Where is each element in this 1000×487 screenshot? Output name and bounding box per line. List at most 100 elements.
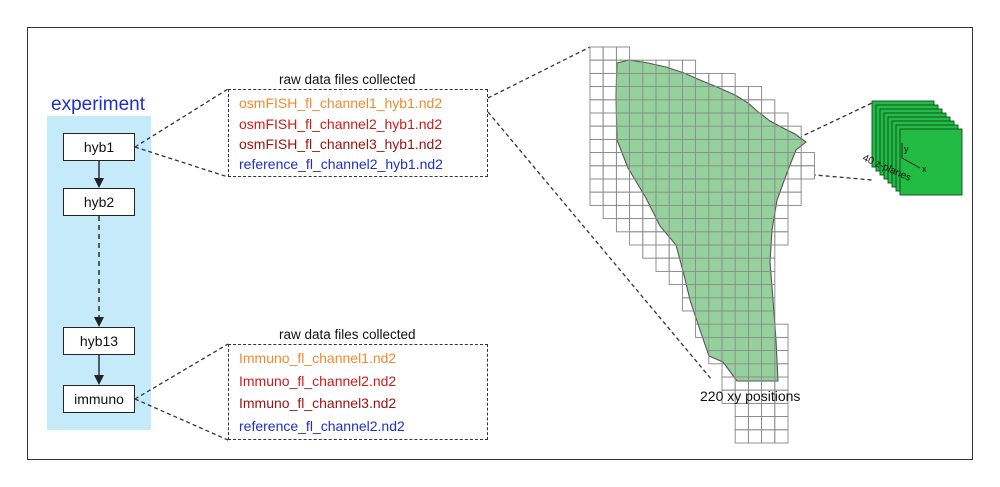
tile xyxy=(602,178,617,193)
tile xyxy=(721,72,736,88)
tile xyxy=(774,323,789,338)
tile xyxy=(642,244,657,259)
tile xyxy=(655,244,670,259)
tile xyxy=(747,416,763,431)
tile xyxy=(629,191,644,206)
tile xyxy=(589,112,604,127)
tile xyxy=(615,191,631,206)
tile xyxy=(589,86,604,101)
tile xyxy=(602,59,617,74)
tile xyxy=(602,72,617,88)
tile xyxy=(602,112,617,127)
tile xyxy=(615,204,631,220)
tile xyxy=(602,191,617,206)
tile xyxy=(589,191,604,206)
node-hyb13: hyb13 xyxy=(63,327,135,355)
tile xyxy=(747,429,763,444)
hyb-file-2: osmFISH_fl_channel2_hyb1.nd2 xyxy=(239,116,443,132)
z-stack xyxy=(871,100,963,196)
hyb-file-3: osmFISH_fl_channel3_hyb1.nd2 xyxy=(239,136,443,152)
experiment-title: experiment xyxy=(51,94,145,115)
tile xyxy=(761,429,776,444)
node-hyb2: hyb2 xyxy=(63,188,135,216)
tile xyxy=(734,429,749,444)
hyb-files-title: raw data files collected xyxy=(279,72,416,87)
tile xyxy=(602,99,617,114)
tile xyxy=(589,99,604,114)
tile xyxy=(602,138,617,154)
z-plane xyxy=(899,128,963,196)
tile xyxy=(761,416,776,431)
connector-files-grid-top xyxy=(487,46,591,99)
tile-outline xyxy=(774,429,789,444)
tile xyxy=(589,178,604,193)
connector-tile-stack-top xyxy=(734,102,873,169)
tile xyxy=(602,86,617,101)
node-hyb1: hyb1 xyxy=(63,133,135,161)
tile xyxy=(668,270,683,286)
tile xyxy=(747,402,763,418)
connector-hyb1-bottom xyxy=(134,146,229,178)
tile xyxy=(589,152,604,167)
tile xyxy=(774,231,789,246)
immuno-files-box: Immuno_fl_channel1.nd2 Immuno_fl_channel… xyxy=(228,344,488,440)
connector-immuno-bottom xyxy=(134,398,229,441)
hyb-file-4: reference_fl_channel2_hyb1.nd2 xyxy=(239,156,443,172)
immuno-file-1: Immuno_fl_channel1.nd2 xyxy=(239,350,397,366)
tile xyxy=(629,231,644,246)
tile xyxy=(747,86,763,101)
tile xyxy=(589,72,604,88)
immuno-file-2: Immuno_fl_channel2.nd2 xyxy=(239,373,397,389)
tile xyxy=(774,429,789,444)
tile xyxy=(774,402,789,418)
immuno-files-title: raw data files collected xyxy=(279,327,416,342)
tile-outline xyxy=(787,191,802,206)
tile-outline xyxy=(800,165,815,180)
tile xyxy=(655,257,670,272)
tile xyxy=(787,178,802,193)
tile xyxy=(629,204,644,220)
node-immuno: immuno xyxy=(63,385,135,413)
tile xyxy=(602,125,617,140)
tile xyxy=(800,165,815,180)
connector-immuno-top xyxy=(134,343,229,400)
axis-y-label: y xyxy=(904,144,909,154)
tile xyxy=(589,165,604,180)
tile xyxy=(734,416,749,431)
tile xyxy=(774,416,789,431)
connector-hyb1-top xyxy=(134,88,229,148)
tile xyxy=(602,165,617,180)
tile xyxy=(761,99,776,114)
immuno-file-3: Immuno_fl_channel3.nd2 xyxy=(239,395,397,411)
tile xyxy=(602,46,617,61)
tile xyxy=(629,218,644,233)
z-axis-line xyxy=(901,157,921,169)
connector-files-grid-bottom xyxy=(487,111,713,381)
tile-outline xyxy=(774,231,789,246)
tile xyxy=(615,46,631,61)
hyb-files-box: osmFISH_fl_channel1_hyb1.nd2 osmFISH_fl_… xyxy=(228,89,488,177)
tile xyxy=(787,191,802,206)
tile xyxy=(774,218,789,233)
immuno-file-4: reference_fl_channel2.nd2 xyxy=(239,418,405,434)
tile xyxy=(602,204,617,220)
tile xyxy=(589,138,604,154)
tile-caption: 220 xy positions xyxy=(700,388,801,404)
tile xyxy=(800,152,815,167)
hyb-file-1: osmFISH_fl_channel1_hyb1.nd2 xyxy=(239,95,443,111)
tile xyxy=(774,204,789,220)
tile xyxy=(787,165,802,180)
tile xyxy=(615,218,631,233)
tile xyxy=(589,46,604,61)
figure-frame xyxy=(27,27,973,460)
tile xyxy=(734,402,749,418)
tile xyxy=(642,218,657,233)
tile xyxy=(642,231,657,246)
tissue-shape xyxy=(615,59,807,382)
tile xyxy=(602,152,617,167)
tile xyxy=(615,178,631,193)
axis-x-label: x xyxy=(922,164,927,174)
tile xyxy=(681,59,697,74)
